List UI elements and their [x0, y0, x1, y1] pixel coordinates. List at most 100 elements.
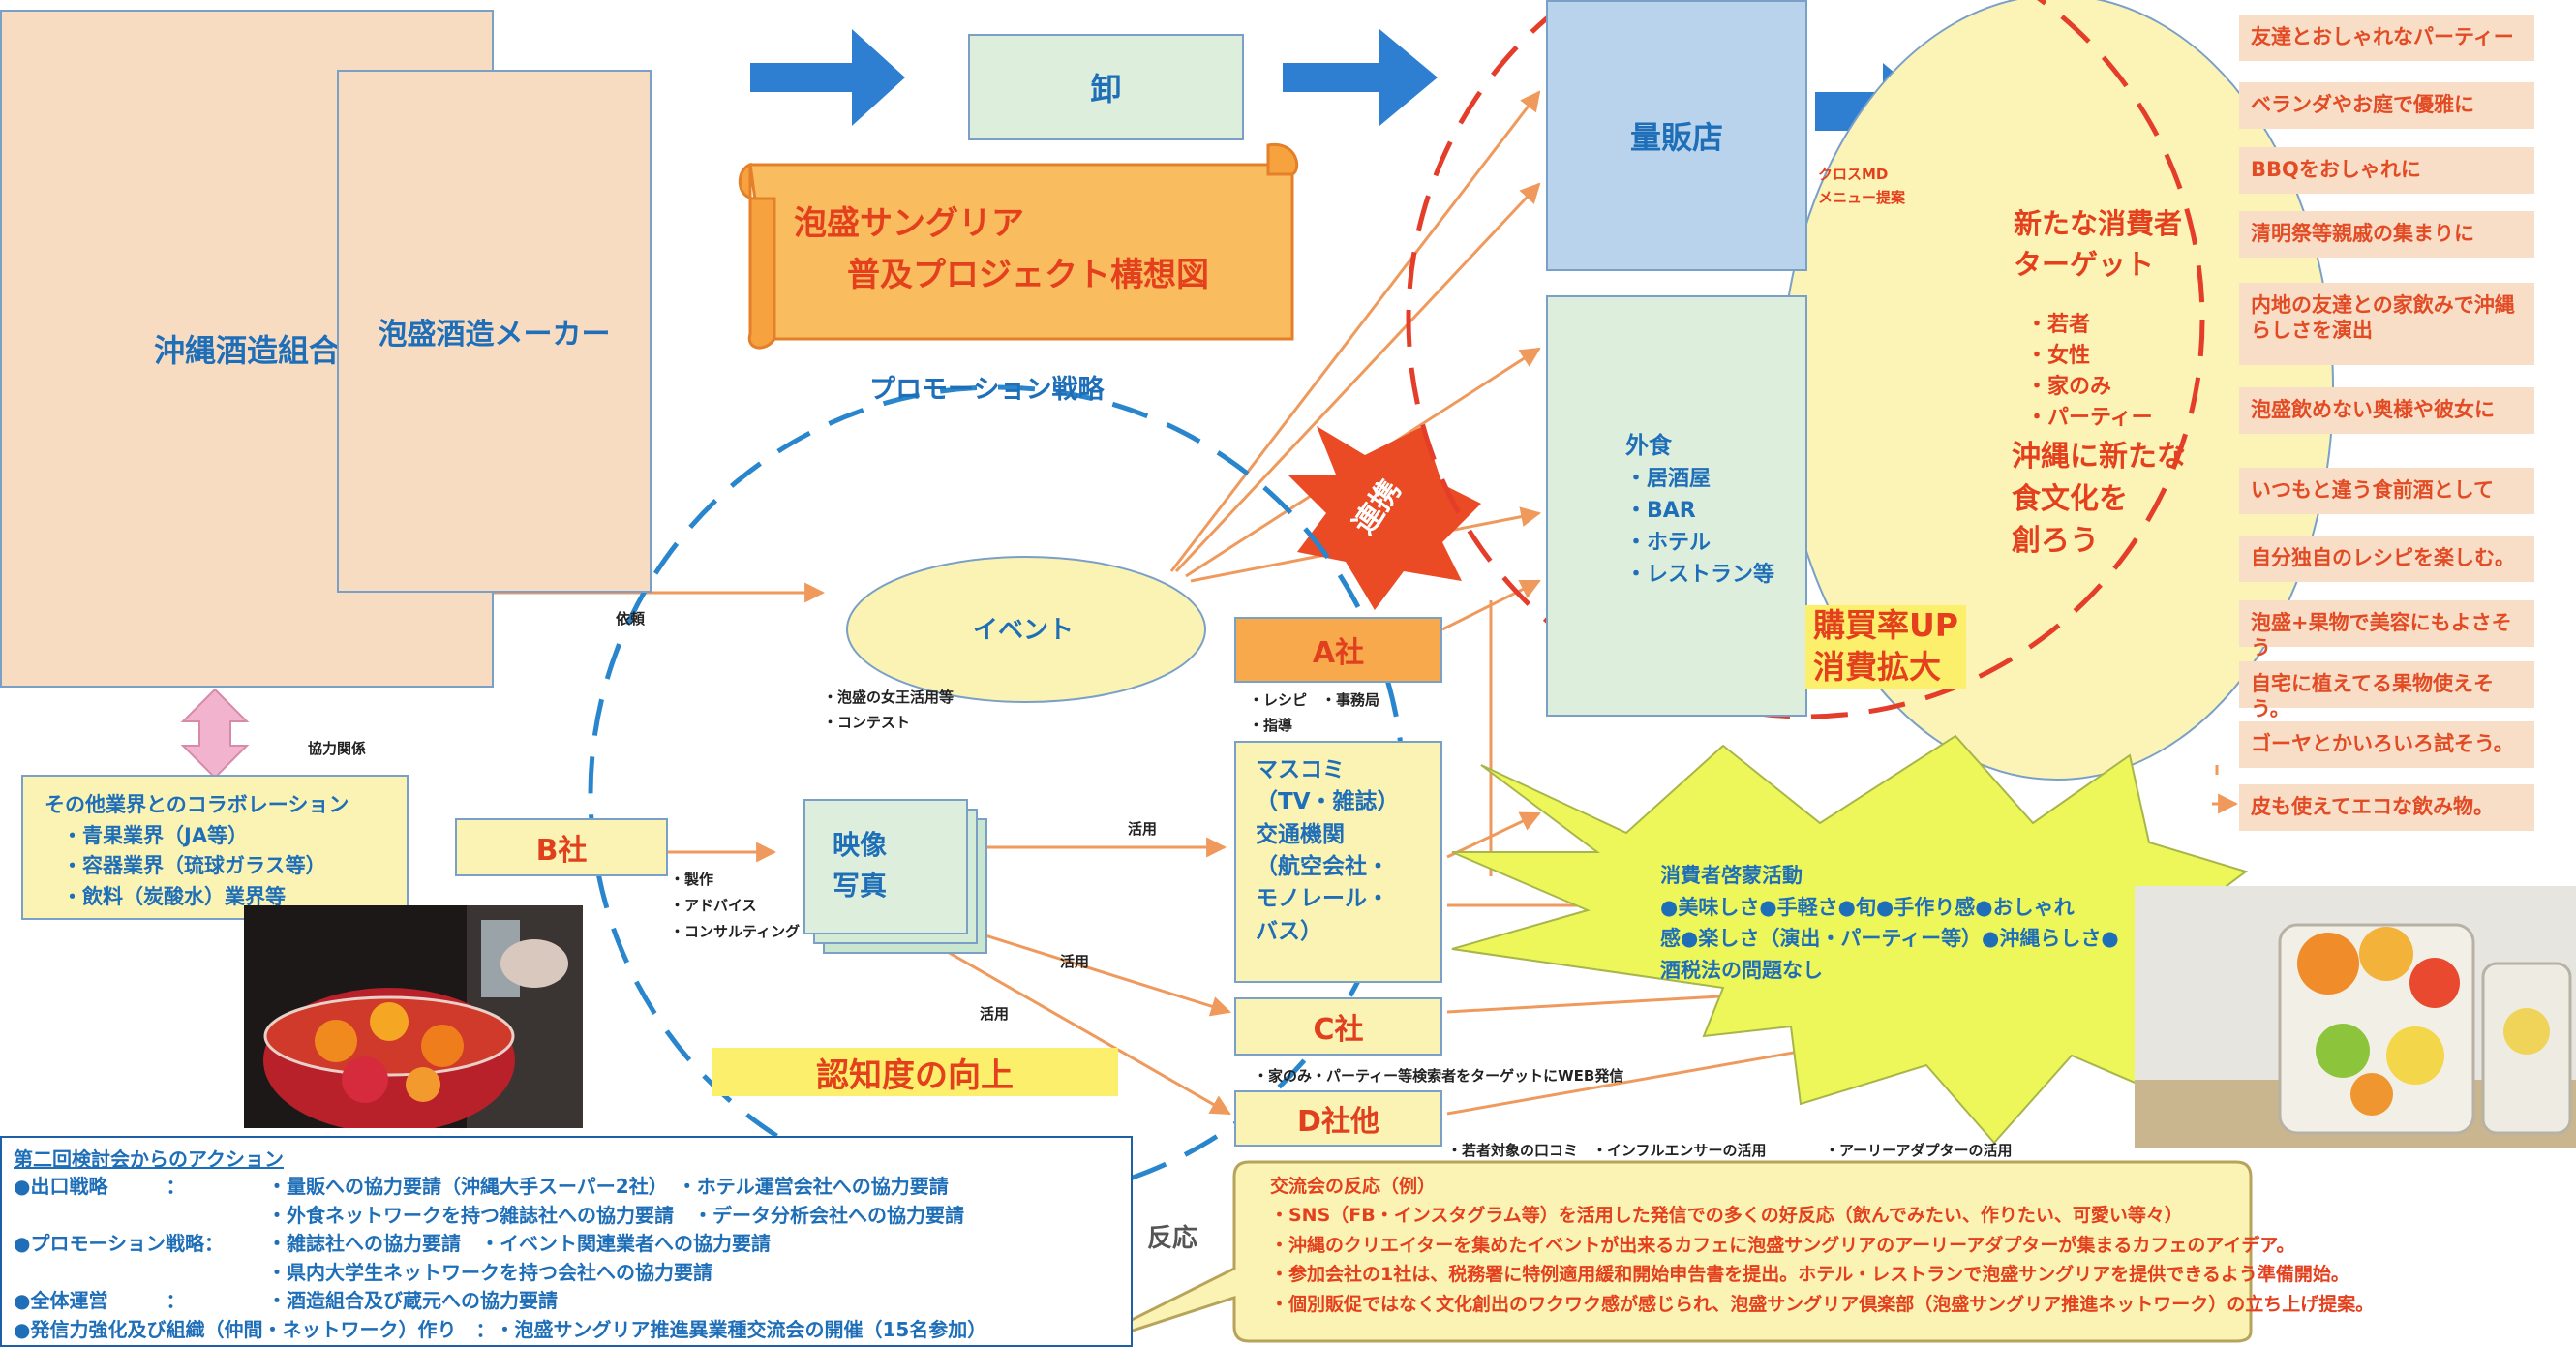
- reaction-item: ・参加会社の1社は、税務署に特例適用緩和開始申告書を提出。ホテル・レストランで泡…: [1270, 1264, 2349, 1286]
- maker-label: 泡盛酒造メーカー: [378, 318, 611, 352]
- masukomi-line: （航空会社・: [1256, 854, 1389, 880]
- target-slogan: 沖縄に新たな 食文化を 創ろう: [2012, 436, 2186, 563]
- right-list-item: 内地の友達との家飲みで沖縄らしさを演出: [2239, 283, 2534, 365]
- oroshi-label: 卸: [1090, 71, 1122, 107]
- a-notes: ・レシピ ・事務局 ・指導: [1249, 688, 1379, 739]
- gaishoku-list: 外食 ・居酒屋 ・BAR ・ホテル ・レストラン等: [1625, 428, 1774, 591]
- action-head: [14, 1259, 267, 1288]
- sangria-bowl-image: [244, 905, 583, 1128]
- eizo-card: 映像 写真: [803, 799, 968, 934]
- reaction-callout: [1074, 1160, 2253, 1347]
- c-note: ・家のみ・パーティー等検索者をターゲットにWEB発信: [1254, 1067, 1624, 1085]
- event-note: ・泡盛の女王活用等: [823, 689, 955, 706]
- a-note: ・指導: [1249, 717, 1293, 735]
- kobai-line1: 購買率UP: [1813, 606, 1958, 644]
- keimo-line: 感●楽しさ（演出・パーティー等）●沖縄らしさ●: [1660, 927, 2119, 951]
- reaction-text: 交流会の反応（例） ・SNS（FB・インスタグラム等）を活用した発信での多くの好…: [1270, 1172, 2374, 1319]
- masukomi-line: マスコミ: [1256, 757, 1345, 782]
- irai-label: 依頼: [616, 610, 646, 628]
- masukomi-list: マスコミ （TV・雑誌） 交通機関 （航空会社・ モノレール・ バス）: [1256, 754, 1400, 948]
- kyoryoku-label: 協力関係: [308, 740, 367, 757]
- c-sha-box: C社: [1234, 997, 1442, 1056]
- eizo-to-d-arrow: [899, 923, 1231, 1116]
- target-title: 新たな消費者 ターゲット: [2014, 203, 2182, 285]
- right-list-item: 清明祭等親戚の集まりに: [2239, 211, 2534, 258]
- ryohanten-box: 量販店: [1546, 0, 1807, 271]
- collab-item: ・容器業界（琉球ガラス等）: [62, 854, 326, 877]
- target-item: ・若者: [2026, 313, 2091, 337]
- right-list-item: 自宅に植えてる果物使えそう。: [2239, 661, 2534, 720]
- gaishoku-title: 外食: [1625, 432, 1672, 459]
- maker-box: 泡盛酒造メーカー: [337, 70, 652, 593]
- cross-md-line1: クロスMD: [1818, 166, 1889, 183]
- sangria-photo-right: [2135, 886, 2576, 1148]
- collab-box: その他業界とのコラボレーション ・青果業界（JA等） ・容器業界（琉球ガラス等）…: [21, 775, 409, 920]
- reaction-item: ・SNS（FB・インスタグラム等）を活用した発信での多くの好反応（飲んでみたい、…: [1270, 1205, 2183, 1227]
- d-note: ・アーリーアダプターの活用: [1825, 1142, 2013, 1159]
- right-list-item: いつもと違う食前酒として: [2239, 468, 2534, 514]
- collab-item: ・飲料（炭酸水）業界等: [62, 884, 286, 908]
- keimo-line: ●美味しさ●手軽さ●旬●手作り感●おしゃれ: [1660, 895, 2075, 919]
- keimo-title: 消費者啓蒙活動: [1660, 864, 1803, 887]
- target-title-line: ターゲット: [2014, 248, 2155, 282]
- masukomi-line: バス）: [1256, 918, 1322, 944]
- ryohanten-label: 量販店: [1629, 119, 1723, 156]
- gaishoku-item: ・レストラン等: [1625, 563, 1775, 587]
- target-items: ・若者 ・女性 ・家のみ ・パーティー: [2026, 310, 2153, 434]
- title-scroll: [738, 143, 1299, 350]
- masukomi-line: （TV・雑誌）: [1256, 789, 1400, 815]
- collab-list: その他業界とのコラボレーション ・青果業界（JA等） ・容器業界（琉球ガラス等）…: [45, 790, 349, 912]
- blue-arrow-2: [1283, 29, 1438, 126]
- masukomi-box: マスコミ （TV・雑誌） 交通機関 （航空会社・ モノレール・ バス）: [1234, 741, 1442, 983]
- eizo-line: 写真: [833, 870, 888, 902]
- a-sha-label: A社: [1312, 636, 1365, 670]
- collab-item: ・青果業界（JA等）: [62, 823, 249, 847]
- kobai-line2: 消費拡大: [1813, 647, 1941, 686]
- right-list-item: ベランダやお庭で優雅に: [2239, 82, 2534, 129]
- event-label: イベント: [973, 616, 1075, 645]
- action-text: ・酒造組合及び蔵元への協力要請: [267, 1289, 558, 1313]
- renkei-burst: [1288, 426, 1481, 610]
- sangria-photo-left: [244, 905, 583, 1128]
- cross-md-line2: メニュー提案: [1818, 189, 1906, 206]
- a-note: ・レシピ ・事務局: [1249, 691, 1380, 709]
- promotion-label: プロモーション戦略: [869, 375, 1105, 405]
- action-text: ・雑誌社への協力要請 ・イベント関連業者への協力要請: [267, 1232, 771, 1256]
- action-head: ●発信力強化及び組織（仲間・ネットワーク）作り ：: [14, 1317, 496, 1341]
- kobai-label: 購買率UP 消費拡大: [1805, 605, 1966, 689]
- right-list-item: 泡盛+果物で美容にもよさそう: [2239, 600, 2534, 659]
- b-sha-label: B社: [535, 834, 588, 868]
- b-note: ・コンサルティング: [670, 923, 801, 940]
- katsuyo-label-1: 活用: [1128, 820, 1158, 838]
- title-line2: 普及プロジェクト構想図: [847, 255, 1209, 294]
- b-notes: ・製作 ・アドバイス ・コンサルティング: [670, 867, 800, 945]
- b-note: ・製作: [670, 871, 714, 888]
- target-item: ・家のみ: [2026, 374, 2112, 399]
- keimo-line: 酒税法の問題なし: [1660, 958, 1823, 982]
- d-sha-box: D社他: [1234, 1090, 1442, 1147]
- actions-title: 第二回検討会からのアクション: [14, 1148, 284, 1171]
- kyoryoku-double-arrow: [180, 688, 250, 780]
- b-sha-box: B社: [455, 818, 668, 876]
- gaishoku-item: ・BAR: [1625, 499, 1696, 523]
- eizo-line: 映像: [833, 829, 888, 861]
- gaishoku-item: ・居酒屋: [1625, 467, 1712, 491]
- hanno-label: 反応: [1147, 1224, 1198, 1253]
- action-text: ・量販への協力要請（沖縄大手スーパー2社） ・ホテル運営会社への協力要請: [267, 1175, 949, 1198]
- reaction-title: 交流会の反応（例）: [1270, 1176, 1437, 1197]
- target-item: ・パーティー: [2026, 405, 2153, 430]
- event-ellipse: [846, 556, 1206, 703]
- ninchido-label: 認知度の向上: [712, 1048, 1118, 1096]
- actions-box: 第二回検討会からのアクション ●出口戦略 ：・量販への協力要請（沖縄大手スーパー…: [0, 1136, 1133, 1347]
- kobai-circle: [1406, 0, 2205, 719]
- blue-arrow-1: [750, 29, 905, 126]
- masukomi-line: モノレール・: [1256, 886, 1389, 912]
- right-list-item: BBQをおしゃれに: [2239, 147, 2534, 194]
- slogan-line: 食文化を: [2012, 481, 2128, 516]
- sangria-jar-image: [2135, 886, 2576, 1148]
- action-text: ・県内大学生ネットワークを持つ会社への協力要請: [267, 1260, 712, 1284]
- action-head: [14, 1202, 267, 1231]
- okinawa-label: 沖縄酒造組合: [153, 332, 340, 369]
- action-text: ・泡盛サングリア推進異業種交流会の開催（15名参加）: [495, 1317, 987, 1341]
- right-list-item: 泡盛飲めない奥様や彼女に: [2239, 387, 2534, 434]
